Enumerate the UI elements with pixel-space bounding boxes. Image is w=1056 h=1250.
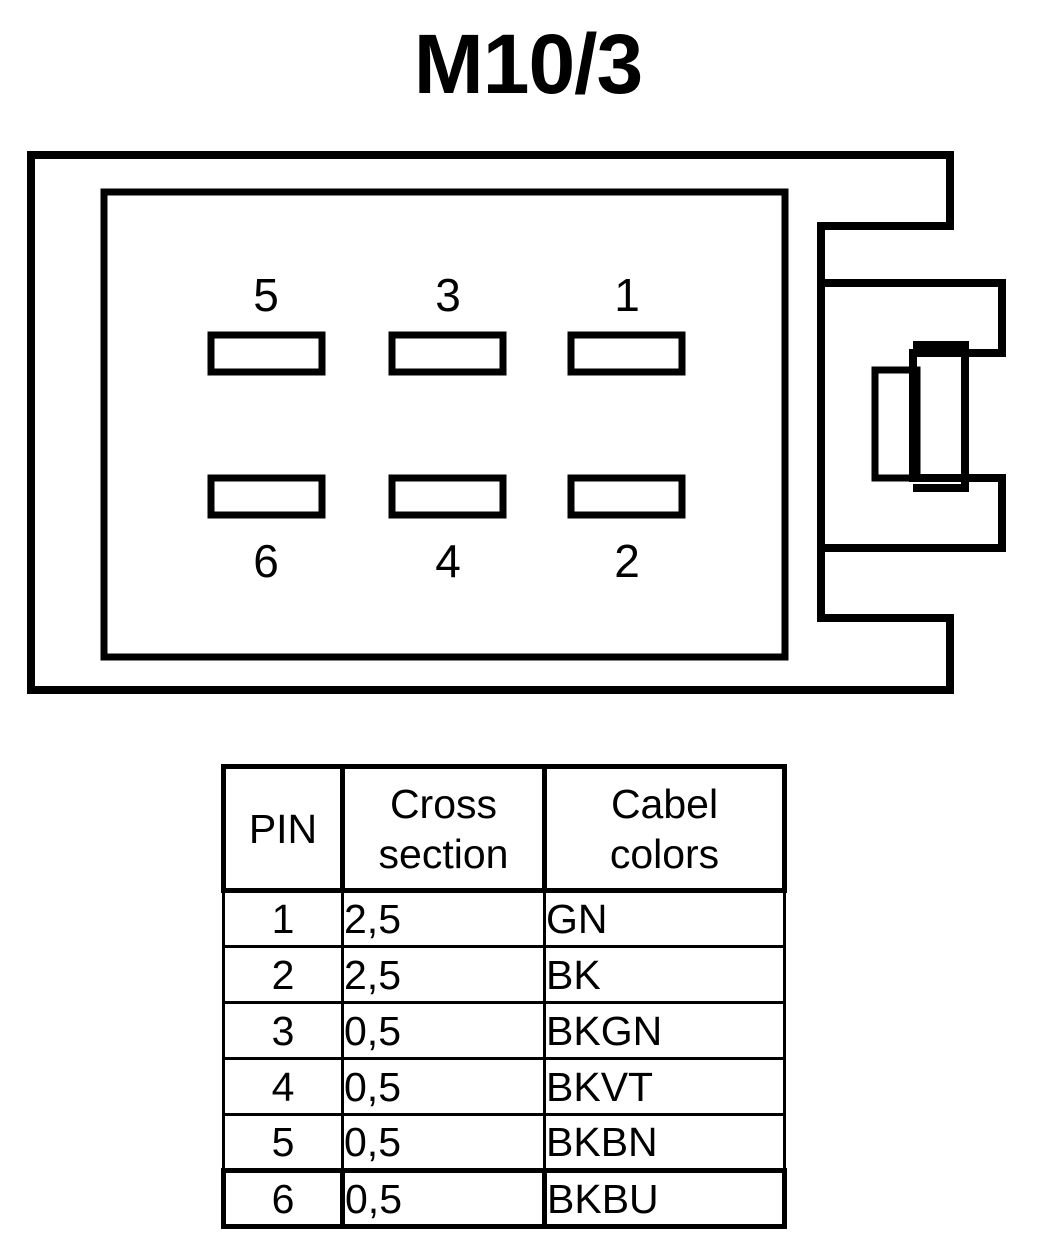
column-header-cable-colors-line2: colors	[609, 830, 720, 877]
cell-pin: 1	[222, 889, 344, 948]
cell-pin: 2	[222, 945, 344, 1004]
pin-slot-5[interactable]	[207, 331, 326, 376]
table-row: 4 0,5 BKVT	[222, 1057, 786, 1116]
cell-cross-section: 0,5	[340, 1168, 547, 1229]
cell-cross-section: 2,5	[341, 945, 546, 1004]
column-header-cross-section: Cross section	[340, 764, 547, 893]
connector-drawing	[27, 151, 1006, 694]
outer-housing-outline	[27, 151, 954, 694]
cell-cable-color: BK	[543, 945, 786, 1004]
pin-number-label-6: 6	[253, 535, 279, 587]
cell-cross-section: 0,5	[341, 1001, 546, 1060]
pin-slot-4[interactable]	[388, 474, 507, 519]
column-header-cross-section-line2: section	[378, 830, 509, 877]
cell-cable-color: BKGN	[543, 1001, 786, 1060]
table-header-row: PIN Cross section Cabel colors	[221, 764, 787, 893]
cell-cross-section: 2,5	[341, 889, 546, 948]
table-row: 5 0,5 BKBN	[222, 1113, 786, 1172]
pin-slot-6[interactable]	[207, 474, 326, 519]
pin-slot-2[interactable]	[567, 474, 686, 519]
table-row: 2 2,5 BK	[222, 945, 786, 1004]
pin-number-label-1: 1	[614, 269, 640, 321]
cell-cable-color: GN	[543, 889, 786, 948]
page-title: M10/3	[413, 17, 643, 111]
cell-cable-color: BKBN	[543, 1113, 786, 1172]
column-header-cross-section-line1: Cross	[389, 780, 498, 827]
cell-cross-section: 0,5	[341, 1057, 546, 1116]
inner-cavity-face	[100, 188, 789, 661]
column-header-cable-colors: Cabel colors	[542, 764, 787, 893]
latch-outer-shape	[821, 279, 1006, 552]
table-row: 1 2,5 GN	[222, 889, 786, 948]
pin-slot-1[interactable]	[567, 331, 686, 376]
cell-pin: 4	[222, 1057, 344, 1116]
pin-number-label-4: 4	[435, 535, 461, 587]
table-row: 6 0,5 BKBU	[221, 1168, 787, 1229]
cell-cross-section: 0,5	[341, 1113, 546, 1172]
pin-number-label-5: 5	[253, 269, 279, 321]
table-row: 3 0,5 BKGN	[222, 1001, 786, 1060]
cell-pin: 5	[222, 1113, 344, 1172]
cell-cable-color: BKVT	[543, 1057, 786, 1116]
pin-assignment-table: PIN Cross section Cabel colors 1 2,5 GN …	[221, 764, 787, 1229]
latch-center-post	[913, 341, 969, 492]
cell-cable-color: BKBU	[542, 1168, 787, 1229]
pin-slot-3[interactable]	[388, 331, 507, 376]
column-header-cable-colors-line1: Cabel	[610, 780, 719, 827]
latch-inner-notch	[871, 366, 921, 482]
column-header-pin: PIN	[221, 764, 345, 893]
pin-number-label-2: 2	[614, 535, 640, 587]
pin-number-label-3: 3	[435, 269, 461, 321]
cell-pin: 6	[221, 1168, 345, 1229]
cell-pin: 3	[222, 1001, 344, 1060]
